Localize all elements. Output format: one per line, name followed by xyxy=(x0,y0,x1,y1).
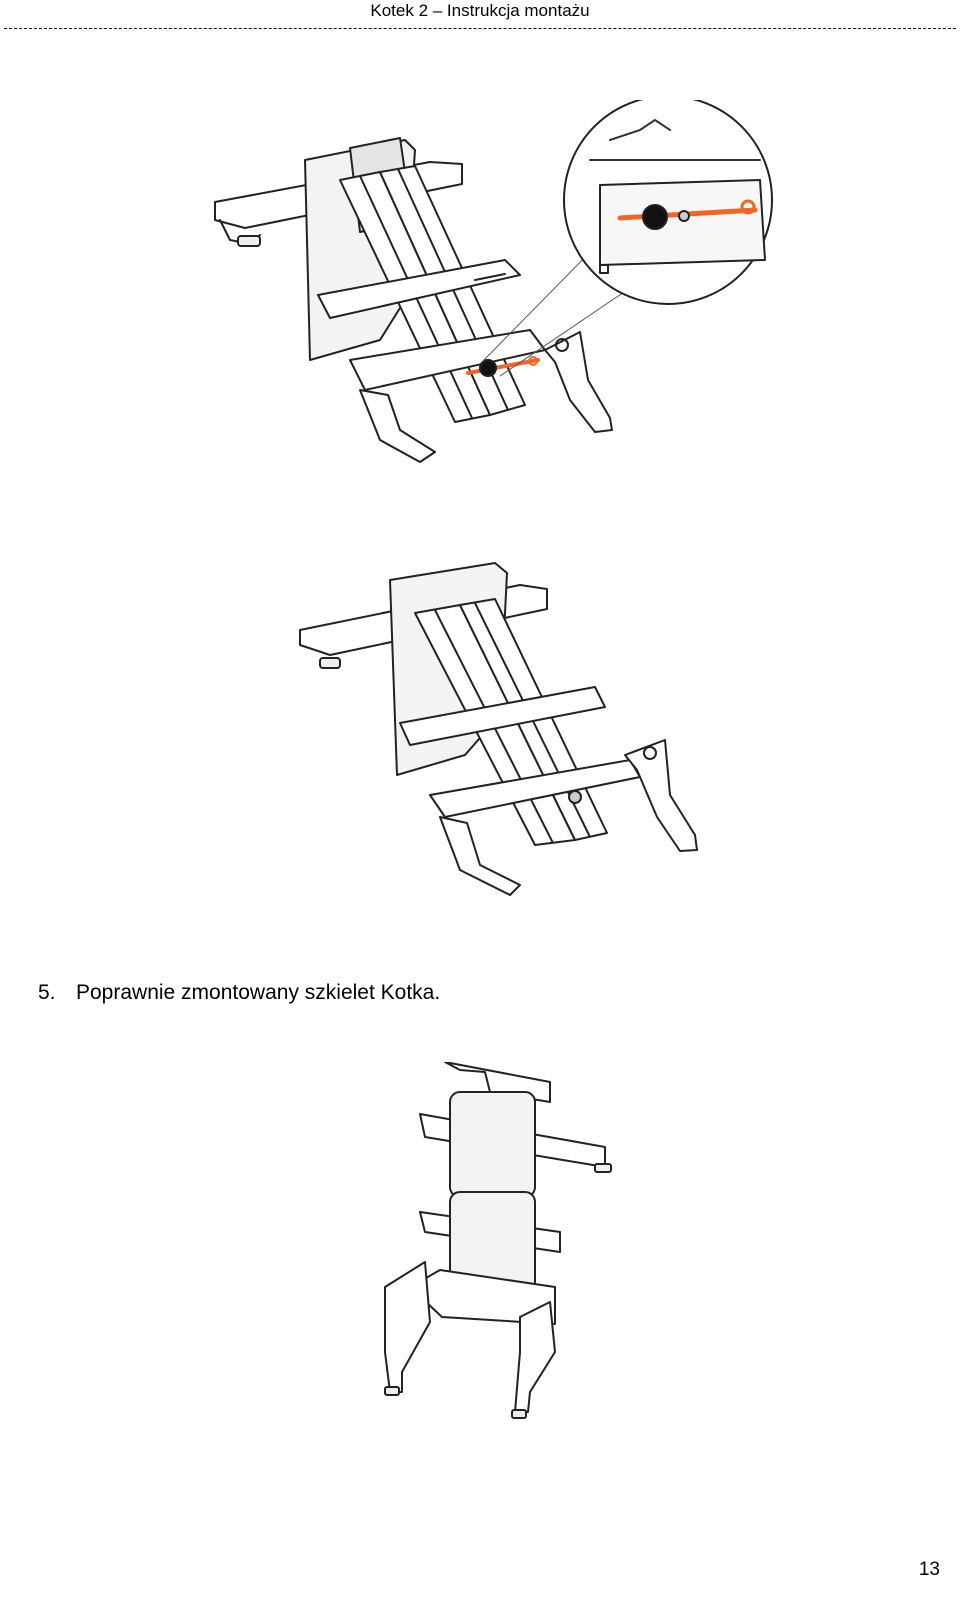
page-header-title: Kotek 2 – Instrukcja montażu xyxy=(370,1,590,20)
step-number: 5. xyxy=(38,981,56,1004)
assembly-detail-figure xyxy=(200,100,800,480)
step-text: Poprawnie zmontowany szkielet Kotka. xyxy=(76,981,441,1004)
step-caption: 5. Poprawnie zmontowany szkielet Kotka. xyxy=(38,980,440,1006)
header-divider xyxy=(4,28,956,29)
page-number: 13 xyxy=(918,1559,940,1580)
assembled-frame-front-figure xyxy=(380,1062,640,1462)
assembled-frame-isometric-figure xyxy=(285,555,725,915)
